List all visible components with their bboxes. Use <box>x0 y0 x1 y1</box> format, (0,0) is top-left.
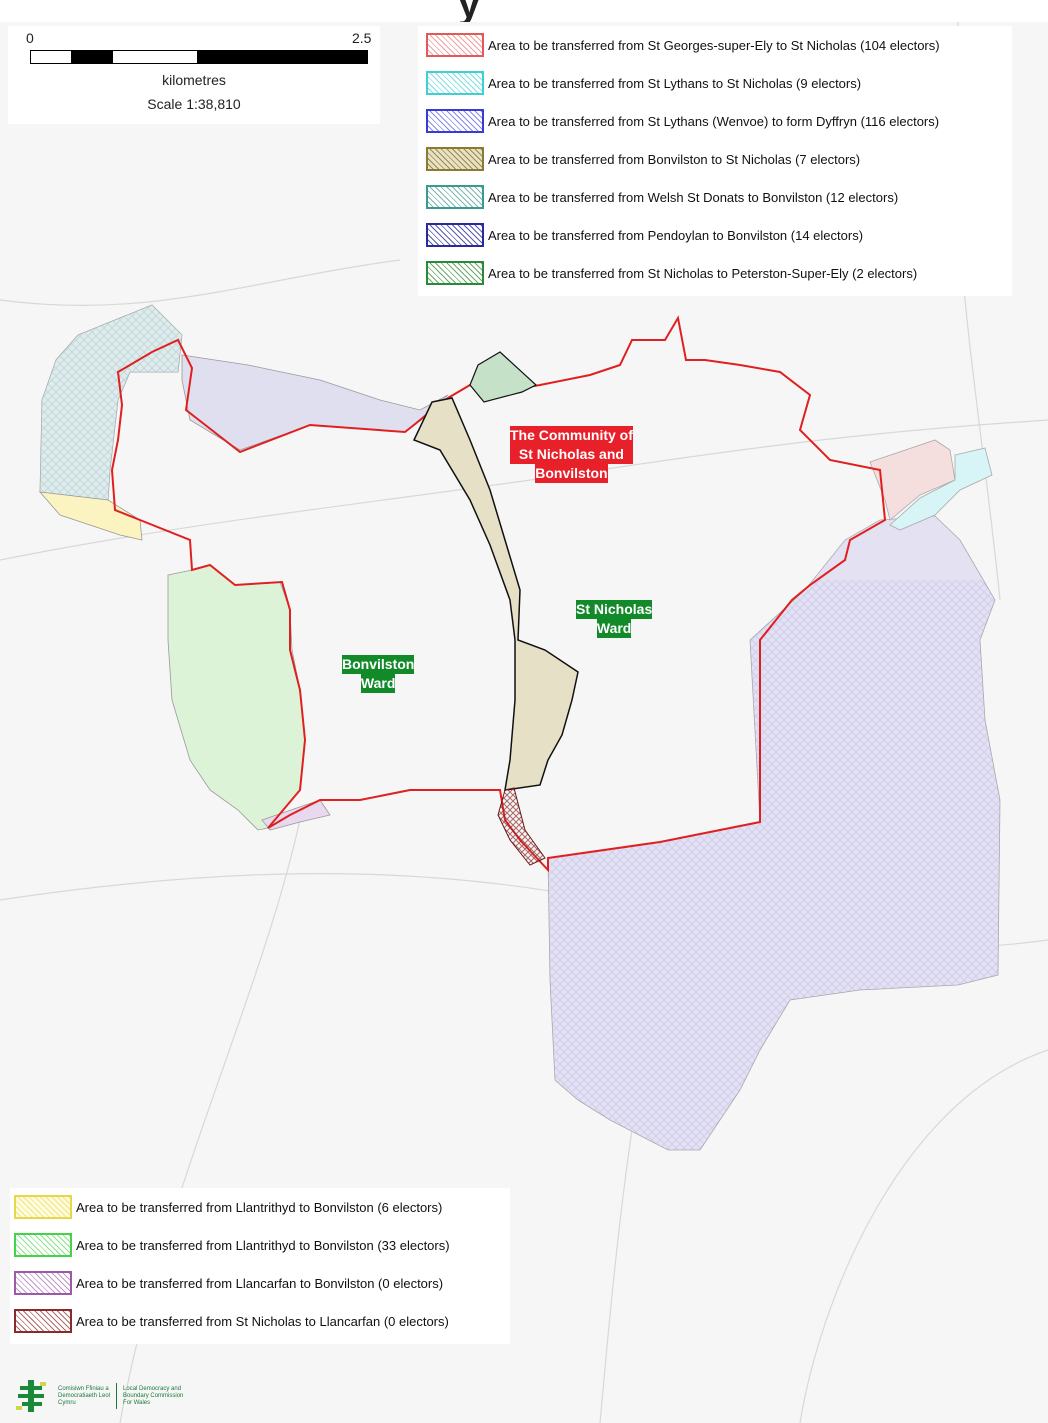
area-st-lythans <box>889 447 993 531</box>
label-community: The Community of St Nicholas and Bonvils… <box>508 426 635 483</box>
legend-item: Area to be transferred from Llantrithyd … <box>14 1230 450 1260</box>
label-line: St Nicholas <box>576 600 653 619</box>
legend-item: Area to be transferred from St Lythans t… <box>426 68 861 98</box>
scale-ratio: Scale 1:38,810 <box>147 96 241 112</box>
legend-label: Area to be transferred from St Nicholas … <box>76 1313 449 1329</box>
legend-label: Area to be transferred from Llantrithyd … <box>76 1199 443 1215</box>
legend-swatch <box>426 261 484 285</box>
label-bonvilston-ward: Bonvilston Ward <box>340 655 416 693</box>
area-llantrithyd-33 <box>167 564 306 831</box>
scale-bar <box>30 50 368 64</box>
legend-item: Area to be transferred from Bonvilston t… <box>426 144 860 174</box>
scale-segment <box>71 51 113 63</box>
legend-swatch <box>426 109 484 133</box>
legend-swatch <box>14 1271 72 1295</box>
area-llantrithyd-6 <box>39 491 143 541</box>
legend-item: Area to be transferred from Llancarfan t… <box>14 1268 443 1298</box>
legend-item: Area to be transferred from Pendoylan to… <box>426 220 863 250</box>
legend-top: Area to be transferred from St Georges-s… <box>418 26 1012 296</box>
area-st-georges <box>869 439 956 521</box>
commission-logo: Comisiwn Ffiniau a Democratiaeth Leol Cy… <box>14 1376 224 1416</box>
legend-label: Area to be transferred from Bonvilston t… <box>488 151 861 167</box>
scale-units: kilometres <box>162 72 226 88</box>
dragon-logo-icon <box>16 1380 46 1412</box>
label-line: Bonvilston <box>342 655 415 674</box>
scale-tick-end: 2.5 <box>352 30 372 46</box>
map-title: y <box>0 0 1048 22</box>
label-line: Bonvilston <box>535 464 608 483</box>
legend-label: Area to be transferred from Pendoylan to… <box>488 227 864 243</box>
logo-divider <box>116 1383 118 1409</box>
logo-welsh-text: Comisiwn Ffiniau a Democratiaeth Leol Cy… <box>58 1385 111 1406</box>
legend-label: Area to be transferred from Welsh St Don… <box>488 189 899 205</box>
legend-swatch <box>14 1195 72 1219</box>
legend-label: Area to be transferred from St Nicholas … <box>488 265 918 281</box>
scale-segment <box>113 51 197 63</box>
area-st-nicholas-to-peterston <box>469 351 538 403</box>
legend-swatch <box>426 147 484 171</box>
legend-swatch <box>426 185 484 209</box>
legend-label: Area to be transferred from Llantrithyd … <box>76 1237 450 1253</box>
legend-label: Area to be transferred from St Lythans (… <box>488 113 940 129</box>
legend-label: Area to be transferred from Llancarfan t… <box>76 1275 444 1291</box>
label-line: Ward <box>360 674 396 693</box>
legend-label: Area to be transferred from St Lythans t… <box>488 75 862 91</box>
legend-item: Area to be transferred from St Nicholas … <box>426 258 917 288</box>
scale-tick-start: 0 <box>26 30 34 46</box>
legend-swatch <box>14 1309 72 1333</box>
legend-item: Area to be transferred from St Nicholas … <box>14 1306 449 1336</box>
scale-segment <box>31 51 71 63</box>
area-st-nicholas-to-llancarfan <box>497 787 546 866</box>
legend-swatch <box>426 223 484 247</box>
legend-item: Area to be transferred from St Lythans (… <box>426 106 939 136</box>
legend-bottom: Area to be transferred from Llantrithyd … <box>10 1188 510 1344</box>
legend-item: Area to be transferred from Llantrithyd … <box>14 1192 442 1222</box>
label-line: The Community of <box>510 426 633 445</box>
legend-item: Area to be transferred from Welsh St Don… <box>426 182 898 212</box>
legend-item: Area to be transferred from St Georges-s… <box>426 30 940 60</box>
legend-label: Area to be transferred from St Georges-s… <box>488 37 940 53</box>
scale-bar-panel: 0 2.5 kilometres Scale 1:38,810 <box>8 26 380 124</box>
label-line: Ward <box>596 619 632 638</box>
legend-swatch <box>14 1233 72 1257</box>
scale-segment <box>197 51 367 63</box>
title-text: y <box>458 0 482 22</box>
legend-swatch <box>426 71 484 95</box>
legend-swatch <box>426 33 484 57</box>
label-st-nicholas-ward: St Nicholas Ward <box>574 600 654 638</box>
area-pendoylan <box>181 354 449 451</box>
label-line: St Nicholas and <box>510 445 633 464</box>
area-bonvilston-to-st-nicholas <box>412 397 579 791</box>
logo-english-text: Local Democracy and Boundary Commission … <box>123 1385 184 1406</box>
